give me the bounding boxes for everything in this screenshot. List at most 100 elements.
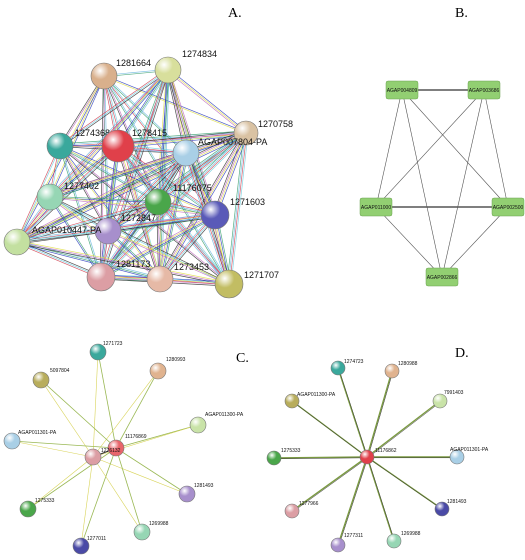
- network-edge: [115, 447, 188, 495]
- node-label-agap011300-pa: AGAP011300-PA: [205, 412, 244, 418]
- node-label-1271603: 1271603: [230, 197, 265, 207]
- network-edge: [160, 133, 247, 280]
- network-edge: [483, 89, 509, 208]
- network-edge: [273, 456, 368, 459]
- node-agap007804-pa[interactable]: [172, 139, 200, 167]
- node-label-1280993: 1280993: [166, 357, 186, 363]
- network-edge: [17, 134, 248, 245]
- node-1274368[interactable]: [46, 132, 74, 160]
- node-1280988[interactable]: [384, 363, 400, 379]
- network-edge: [216, 133, 249, 216]
- node-1271723[interactable]: [89, 343, 107, 361]
- node-label-1274834: 1274834: [182, 49, 217, 59]
- network-edge: [16, 69, 169, 243]
- network-edge: [116, 146, 159, 280]
- node-label-agap011301-pa: AGAP011301-PA: [18, 430, 57, 436]
- node-1281493[interactable]: [434, 501, 450, 517]
- node-1277966[interactable]: [284, 503, 300, 519]
- network-edge: [50, 195, 159, 202]
- network-edge: [17, 240, 230, 283]
- network-edge: [40, 379, 117, 449]
- network-edge: [80, 447, 117, 547]
- gene-box-agap002866[interactable]: [425, 267, 459, 287]
- node-1275333[interactable]: [19, 500, 37, 518]
- network-edge: [401, 89, 509, 208]
- hub-node-11176869[interactable]: [107, 439, 125, 457]
- network-edge: [367, 457, 396, 542]
- network-edge: [16, 200, 158, 241]
- panel-a-edges: [15, 68, 249, 287]
- network-edge: [292, 401, 368, 459]
- network-edge: [102, 134, 248, 279]
- network-edge: [107, 132, 246, 231]
- node-1281173[interactable]: [86, 262, 116, 292]
- network-edge: [16, 201, 159, 243]
- node-1277402[interactable]: [36, 183, 64, 211]
- node-label-1269988: 1269988: [401, 531, 421, 537]
- network-edge: [169, 69, 231, 284]
- network-edge: [97, 351, 117, 449]
- network-edge: [50, 76, 105, 198]
- network-edge: [17, 70, 170, 244]
- node-1275333[interactable]: [266, 450, 282, 466]
- hub-node-1276132[interactable]: [84, 448, 102, 466]
- network-edge: [103, 76, 215, 216]
- node-11176075[interactable]: [144, 188, 172, 216]
- gene-box-agap011000[interactable]: [359, 197, 393, 217]
- network-edge: [107, 152, 186, 231]
- network-edge: [15, 68, 168, 242]
- network-edge: [100, 152, 186, 277]
- network-edge: [17, 231, 109, 244]
- network-edge: [60, 70, 170, 148]
- network-edge: [16, 229, 108, 242]
- network-edge: [16, 241, 230, 285]
- gene-box-agap004809[interactable]: [385, 80, 419, 100]
- network-edge: [101, 76, 106, 278]
- network-edge: [441, 206, 509, 278]
- gene-box-agap002500[interactable]: [491, 197, 525, 217]
- node-1280993[interactable]: [149, 362, 167, 380]
- network-edge: [337, 456, 368, 546]
- network-edge: [167, 69, 247, 134]
- hub-node-11176862[interactable]: [359, 449, 375, 465]
- node-1273453[interactable]: [146, 265, 174, 293]
- network-edge: [59, 130, 246, 145]
- network-edge: [441, 89, 485, 278]
- node-agap011300-pa[interactable]: [284, 393, 300, 409]
- gene-box-agap003686[interactable]: [467, 80, 501, 100]
- network-edge: [17, 76, 105, 243]
- node-1274834[interactable]: [154, 56, 182, 84]
- network-edge: [367, 371, 394, 458]
- node-1271707[interactable]: [214, 269, 244, 299]
- network-edge: [159, 134, 248, 204]
- node-agap011300-pa[interactable]: [189, 416, 207, 434]
- node-1278415[interactable]: [101, 129, 135, 163]
- network-edge: [16, 241, 102, 278]
- node-1274723[interactable]: [330, 360, 346, 376]
- gene-label-agap003686: AGAP003686: [469, 88, 500, 94]
- node-1270758[interactable]: [233, 120, 259, 146]
- gene-label-agap004809: AGAP004809: [387, 88, 418, 94]
- node-1271603[interactable]: [200, 200, 230, 230]
- node-1272847[interactable]: [94, 217, 122, 245]
- node-label-1275333: 1275333: [281, 448, 301, 454]
- node-1281493[interactable]: [178, 485, 196, 503]
- node-7991403[interactable]: [432, 393, 448, 409]
- node-1281664[interactable]: [90, 62, 118, 90]
- network-edge: [59, 131, 246, 146]
- node-5097804[interactable]: [32, 371, 50, 389]
- panel-b-letter: B.: [455, 6, 468, 21]
- node-agap010447-pa[interactable]: [3, 228, 31, 256]
- node-1277011[interactable]: [72, 537, 90, 555]
- node-label-1274368: 1274368: [75, 128, 110, 138]
- node-label-11176075: 11176075: [173, 183, 212, 193]
- node-1269988[interactable]: [133, 523, 151, 541]
- network-edge: [375, 206, 443, 278]
- node-label-1277966: 1277966: [299, 501, 319, 507]
- node-1269988[interactable]: [386, 533, 402, 549]
- node-1277311[interactable]: [330, 537, 346, 553]
- node-label-agap010447-pa: AGAP010447-PA: [32, 225, 101, 235]
- node-agap011301-pa[interactable]: [449, 449, 465, 465]
- node-agap011301-pa[interactable]: [3, 432, 21, 450]
- network-edge: [16, 243, 160, 281]
